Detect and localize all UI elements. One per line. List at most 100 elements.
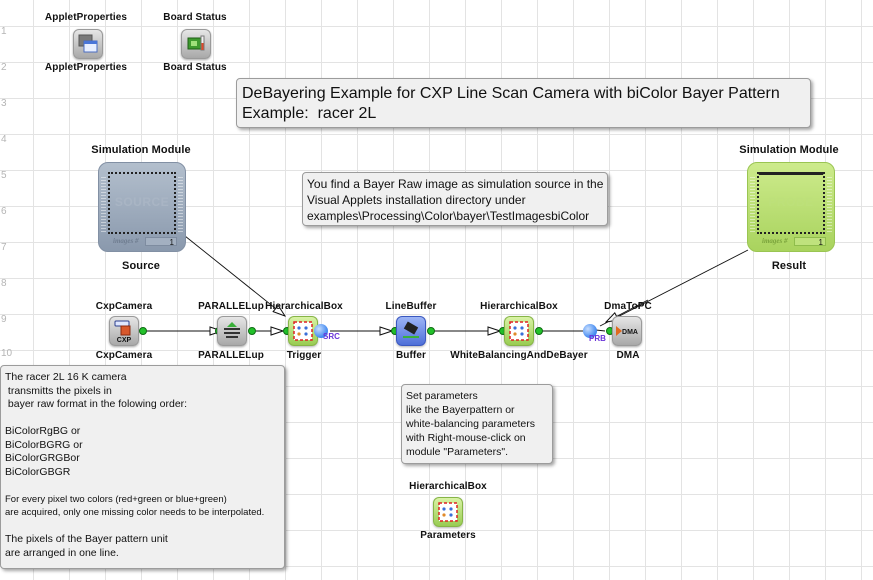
module-name-label: WhiteBalancingAndDeBayer	[450, 350, 588, 361]
note-line	[5, 479, 280, 493]
images-count-field[interactable]: 1	[145, 237, 177, 247]
row-number: 4	[1, 134, 7, 145]
hierarchical-box-icon	[438, 502, 458, 522]
note-line: Example: racer 2L	[242, 105, 377, 122]
row-number: 9	[1, 314, 7, 325]
module-type-label: HierarchicalBox	[265, 301, 343, 312]
module-type-label: HierarchicalBox	[480, 301, 558, 312]
wire-result-probe	[599, 249, 749, 327]
output-port[interactable]	[139, 327, 147, 335]
parameters-module[interactable]	[433, 497, 463, 527]
wire-prb-dma	[595, 329, 606, 332]
image-frame	[108, 172, 176, 234]
row-number: 3	[1, 98, 7, 109]
row-number: 2	[1, 62, 7, 73]
white-balancing-debayer-module[interactable]	[504, 316, 534, 346]
note-line: Visual Applets installation directory un…	[307, 193, 526, 207]
simulation-source-module[interactable]: SOURCE images # 1	[98, 162, 186, 252]
applet-properties-module[interactable]	[73, 29, 103, 59]
module-type-label: Simulation Module	[91, 144, 191, 156]
parallel-up-module[interactable]	[217, 316, 247, 346]
note-line	[5, 520, 280, 534]
module-name-label: CxpCamera	[95, 350, 153, 361]
board-status-icon	[187, 35, 205, 51]
module-name-label: AppletProperties	[44, 62, 128, 73]
trigger-module[interactable]	[288, 316, 318, 346]
output-port[interactable]	[248, 327, 256, 335]
note-line: white-balancing parameters	[406, 418, 535, 430]
prb-port-ball[interactable]	[583, 324, 597, 338]
output-port[interactable]	[427, 327, 435, 335]
note-line: module "Parameters".	[406, 446, 508, 458]
module-name-label: Source	[122, 260, 160, 272]
parameters-info-note[interactable]: Set parameters like the Bayerpattern or …	[401, 384, 553, 464]
note-line: with Right-mouse-click on	[406, 432, 526, 444]
module-type-label: HierarchicalBox	[409, 481, 487, 492]
cxp-camera-icon: CXP	[114, 320, 132, 344]
probe-watermark: PROBE	[768, 195, 814, 209]
module-name-label: Board Status	[163, 62, 227, 73]
line-buffer-icon	[403, 321, 419, 338]
note-line: For every pixel two colors (red+green or…	[5, 493, 227, 505]
module-type-label: LineBuffer	[385, 301, 437, 312]
dma-glyph: DMA	[622, 329, 638, 336]
simulation-probe-module[interactable]: PROBE images # 1	[747, 162, 835, 252]
note-line: BiColorGRGBor	[5, 452, 80, 464]
camera-info-note[interactable]: The racer 2L 16 K camera transmitts the …	[0, 365, 285, 569]
note-line: The pixels of the Bayer pattern unit	[5, 533, 168, 545]
row-number: 1	[1, 26, 7, 37]
hierarchical-box-icon	[509, 321, 529, 341]
row-number: 8	[1, 278, 7, 289]
module-name-label: Trigger	[286, 350, 322, 361]
src-port-label: SRC	[323, 332, 340, 341]
source-watermark: SOURCE	[114, 195, 170, 209]
note-line: BiColorBGRG or	[5, 438, 83, 451]
src-port-ball[interactable]	[314, 324, 328, 338]
note-line: transmitts the pixels in	[5, 384, 112, 397]
note-line: BiColorRgBG or	[5, 425, 81, 437]
buffer-module[interactable]	[396, 316, 426, 346]
parallel-up-icon	[224, 322, 240, 338]
cxp-glyph: CXP	[117, 337, 132, 344]
source-info-note[interactable]: You find a Bayer Raw image as simulation…	[302, 172, 608, 226]
output-port[interactable]	[535, 327, 543, 335]
note-line: bayer raw format in the folowing order:	[5, 398, 188, 410]
note-line: The racer 2L 16 K camera	[5, 371, 127, 383]
module-type-label: AppletProperties	[44, 12, 128, 23]
images-count-field[interactable]: 1	[794, 237, 826, 247]
images-label: images #	[762, 237, 788, 245]
module-type-label: Board Status	[163, 12, 227, 23]
board-status-module[interactable]	[181, 29, 211, 59]
note-line	[5, 412, 280, 426]
row-number: 10	[1, 348, 13, 359]
module-type-label: Simulation Module	[739, 144, 839, 156]
note-line: examples\Processing\Color\bayer\TestImag…	[307, 209, 590, 223]
note-line: Set parameters	[406, 390, 478, 402]
module-name-label: DMA	[616, 350, 640, 361]
note-line: You find a Bayer Raw image as simulation…	[307, 177, 604, 191]
wire-source-trigger	[179, 231, 285, 316]
note-line: DeBayering Example for CXP Line Scan Cam…	[242, 85, 780, 102]
module-name-label: PARALLELup	[198, 350, 264, 361]
cxp-camera-module[interactable]: CXP	[109, 316, 139, 346]
row-number: 6	[1, 206, 7, 217]
note-line: are arranged in one line.	[5, 546, 119, 559]
row-number: 5	[1, 170, 7, 181]
row-number: 7	[1, 242, 7, 253]
dma-icon: DMA	[616, 326, 638, 336]
images-label: images #	[113, 237, 139, 245]
title-note[interactable]: DeBayering Example for CXP Line Scan Cam…	[236, 78, 811, 128]
module-name-label: Buffer	[395, 350, 427, 361]
note-line: like the Bayerpattern or	[406, 404, 515, 416]
module-type-label: CxpCamera	[95, 301, 153, 312]
module-type-label: PARALLELup	[198, 301, 264, 312]
dma-module[interactable]: DMA	[612, 316, 642, 346]
image-frame	[757, 172, 825, 234]
note-line: are acquired, only one missing color nee…	[5, 507, 265, 518]
hierarchical-box-icon	[293, 321, 313, 341]
applet-properties-icon	[78, 34, 98, 53]
module-name-label: Parameters	[420, 530, 476, 541]
module-type-label: DmaToPC	[604, 301, 652, 312]
module-name-label: Result	[771, 260, 807, 272]
